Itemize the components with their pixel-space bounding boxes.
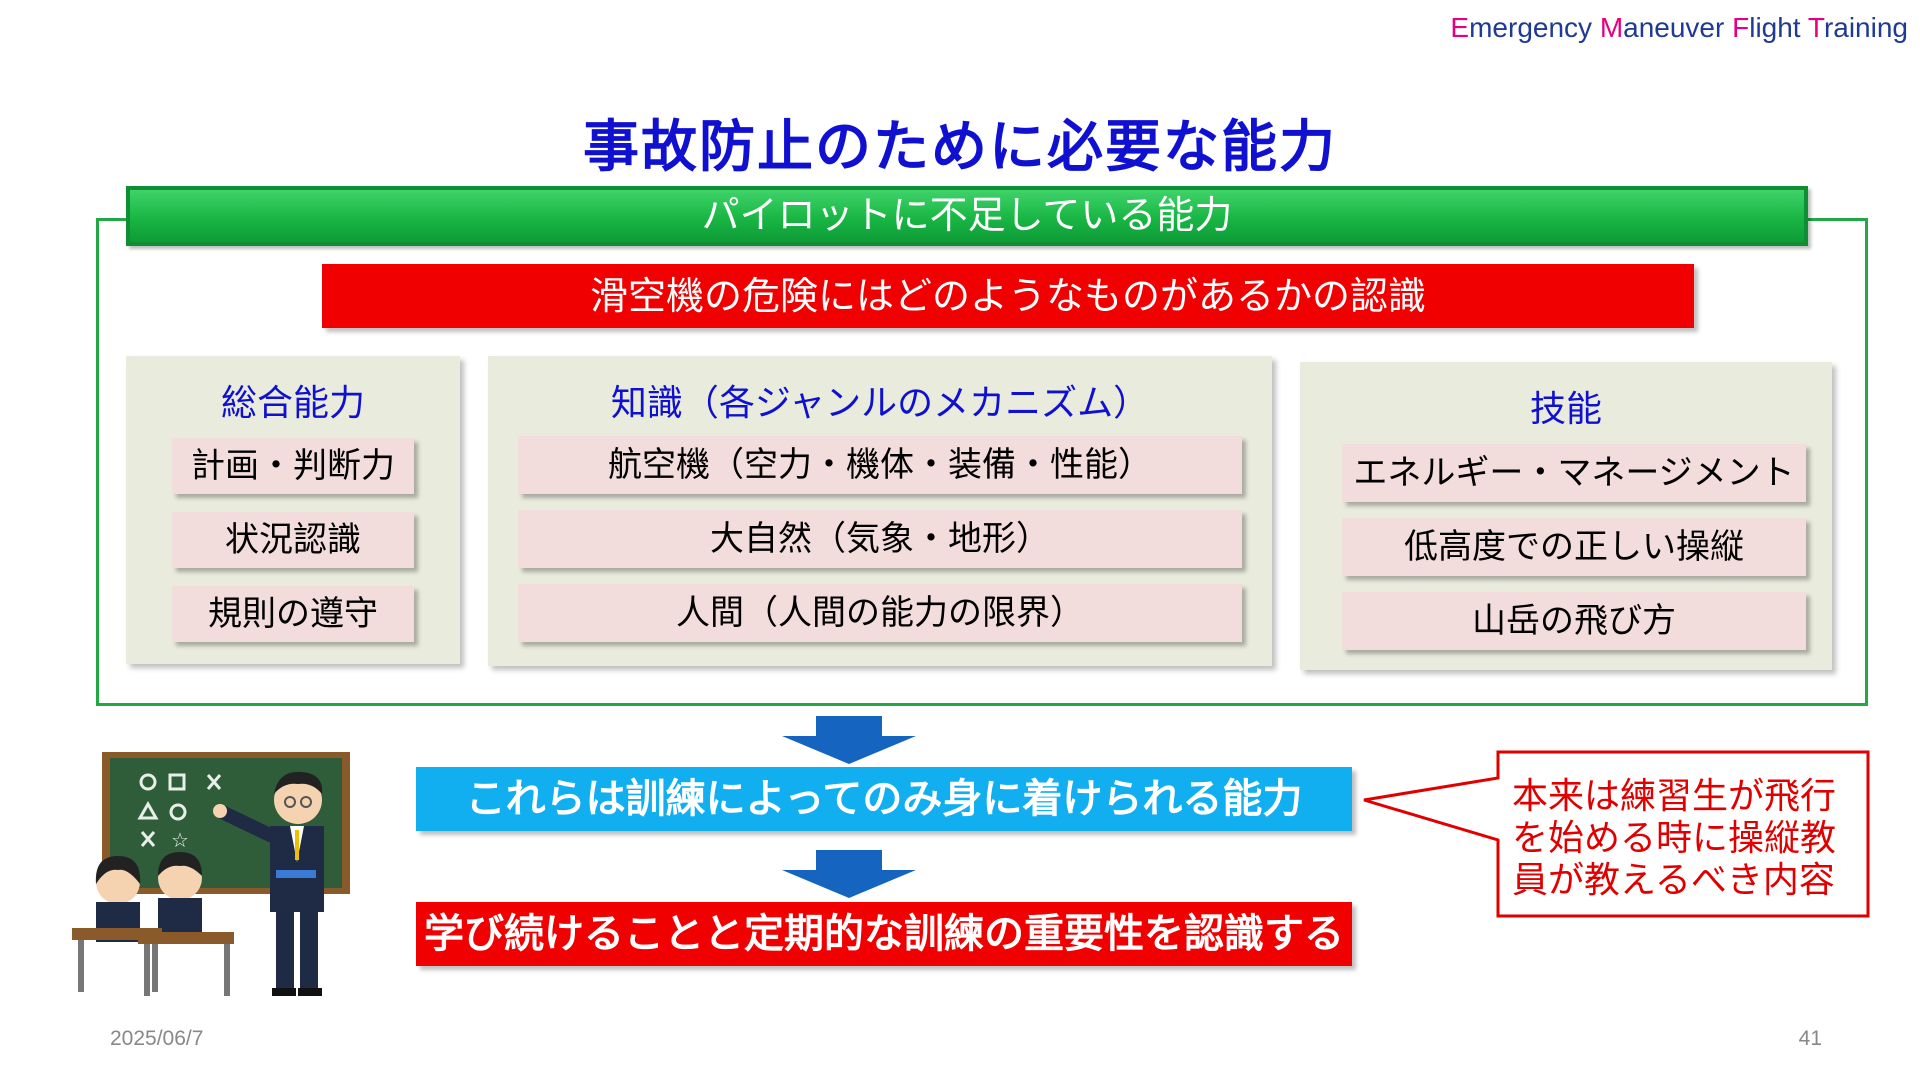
continuous-training-banner: 学び続けることと定期的な訓練の重要性を認識する	[416, 902, 1352, 966]
item-energy-management: エネルギー・マネージメント	[1342, 444, 1806, 502]
panel-skills: 技能 エネルギー・マネージメント 低高度での正しい操縦 山岳の飛び方	[1300, 362, 1832, 670]
slide-date: 2025/06/7	[110, 1027, 203, 1051]
training-only-banner: これらは訓練によってのみ身に着けられる能力	[416, 767, 1352, 831]
brand-cap-1: E	[1450, 12, 1469, 43]
brand-rest-4: raining	[1824, 12, 1908, 43]
panel-knowledge: 知識（各ジャンルのメカニズム） 航空機（空力・機体・装備・性能） 大自然（気象・…	[488, 356, 1272, 666]
page-number: 41	[1799, 1027, 1822, 1051]
item-rule-compliance: 規則の遵守	[172, 586, 414, 642]
panel-skills-title: 技能	[1300, 380, 1832, 432]
brand-cap-2: M	[1600, 12, 1623, 43]
classroom-illustration: ☆	[72, 752, 372, 1004]
callout-text: 本来は練習生が飛行 を始める時に操縦教 員が教えるべき内容	[1512, 776, 1872, 902]
panel-overall-title: 総合能力	[126, 374, 460, 426]
down-arrow-icon	[782, 716, 916, 764]
item-mountain-flying: 山岳の飛び方	[1342, 592, 1806, 650]
down-arrow-icon	[782, 850, 916, 898]
panel-knowledge-title: 知識（各ジャンルのメカニズム）	[488, 374, 1272, 426]
abilities-heading: パイロットに不足している能力	[126, 186, 1808, 246]
item-low-altitude: 低高度での正しい操縦	[1342, 518, 1806, 576]
callout-line: を始める時に操縦教	[1512, 818, 1872, 860]
item-planning: 計画・判断力	[172, 438, 414, 494]
callout-line: 員が教えるべき内容	[1512, 860, 1872, 902]
item-human: 人間（人間の能力の限界）	[518, 584, 1242, 642]
svg-text:☆: ☆	[171, 828, 189, 852]
item-aircraft: 航空機（空力・機体・装備・性能）	[518, 436, 1242, 494]
brand-rest-3: light	[1749, 12, 1808, 43]
brand-cap-3: F	[1732, 12, 1749, 43]
brand-rest-2: aneuver	[1623, 12, 1732, 43]
brand-title: Emergency Maneuver Flight Training	[1450, 12, 1908, 44]
brand-cap-4: T	[1808, 12, 1824, 43]
slide-title: 事故防止のために必要な能力	[0, 102, 1920, 183]
brand-rest-1: mergency	[1469, 12, 1600, 43]
callout-line: 本来は練習生が飛行	[1512, 776, 1872, 818]
panel-overall: 総合能力 計画・判断力 状況認識 規則の遵守	[126, 356, 460, 664]
danger-awareness-banner: 滑空機の危険にはどのようなものがあるかの認識	[322, 264, 1694, 328]
item-situational-awareness: 状況認識	[172, 512, 414, 568]
item-nature: 大自然（気象・地形）	[518, 510, 1242, 568]
